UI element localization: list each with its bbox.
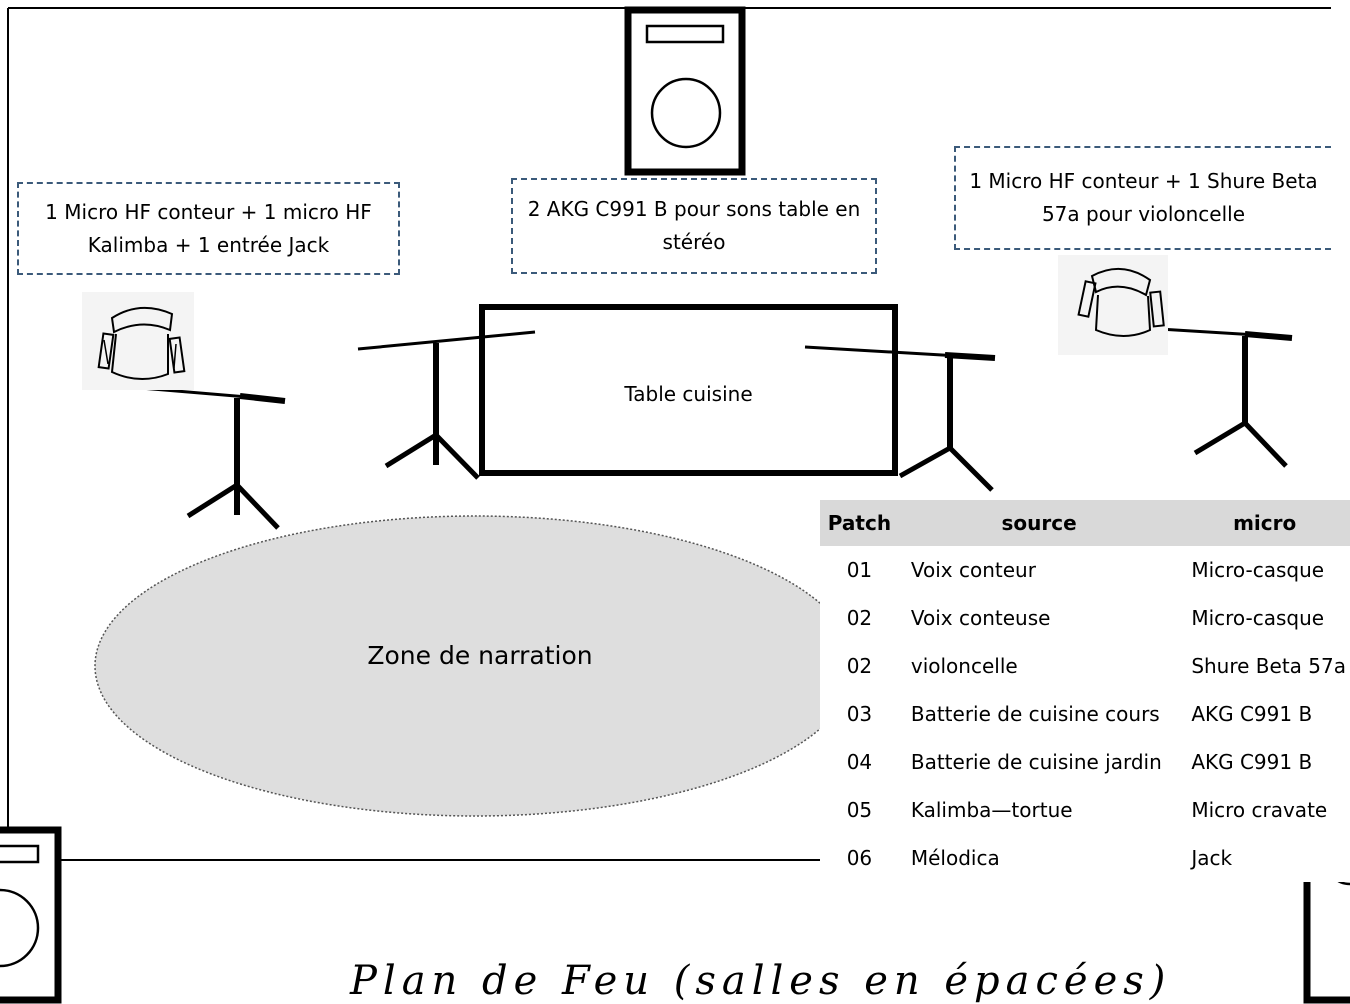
table-row: 06 Mélodica Jack: [820, 834, 1350, 882]
note-left: 1 Micro HF conteur + 1 micro HF Kalimba …: [17, 182, 400, 275]
patch-number: 02: [820, 642, 899, 690]
zone-label: Zone de narration: [367, 641, 593, 670]
speaker-top-icon: [624, 6, 746, 176]
patch-source: Mélodica: [898, 834, 1180, 882]
plan-title: Plan de Feu (salles en épacées): [350, 958, 1172, 1004]
patch-micro: Micro-casque: [1179, 594, 1350, 642]
patch-source: Batterie de cuisine cours: [898, 690, 1180, 738]
table-row: 01 Voix conteur Micro-casque: [820, 546, 1350, 594]
chair-right-icon: [1058, 255, 1168, 355]
table-row: 05 Kalimba—tortue Micro cravate: [820, 786, 1350, 834]
patch-table: Patch source micro 01 Voix conteur Micro…: [820, 500, 1350, 882]
patch-micro: AKG C991 B: [1179, 690, 1350, 738]
note-center-text: 2 AKG C991 B pour sons table en stéréo: [527, 197, 861, 254]
patch-micro: AKG C991 B: [1179, 738, 1350, 786]
patch-source: Batterie de cuisine jardin: [898, 738, 1180, 786]
chair-left-icon: [82, 292, 194, 390]
table-row: 03 Batterie de cuisine cours AKG C991 B: [820, 690, 1350, 738]
speaker-bottom-left-icon: [0, 826, 62, 1004]
note-left-text: 1 Micro HF conteur + 1 micro HF Kalimba …: [45, 199, 372, 257]
stage-outline: [7, 7, 1331, 861]
note-center: 2 AKG C991 B pour sons table en stéréo: [511, 178, 877, 274]
note-right: 1 Micro HF conteur + 1 Shure Beta 57a po…: [954, 146, 1331, 250]
patch-header-row: Patch source micro: [820, 500, 1350, 546]
patch-micro: Micro-casque: [1179, 546, 1350, 594]
patch-source: Voix conteuse: [898, 594, 1180, 642]
stage-plan: [0, 6, 1350, 1004]
table-row: 02 violoncelle Shure Beta 57a: [820, 642, 1350, 690]
patch-header-source: source: [898, 500, 1180, 546]
patch-number: 03: [820, 690, 899, 738]
mic-stand-center-left-icon: [357, 330, 536, 480]
table-label: Table cuisine: [624, 382, 753, 406]
patch-header-patch: Patch: [820, 500, 899, 546]
patch-source: Kalimba—tortue: [898, 786, 1180, 834]
patch-micro: Jack: [1179, 834, 1350, 882]
patch-micro: Shure Beta 57a: [1179, 642, 1350, 690]
patch-number: 06: [820, 834, 899, 882]
table-row: 04 Batterie de cuisine jardin AKG C991 B: [820, 738, 1350, 786]
note-right-text: 1 Micro HF conteur + 1 Shure Beta 57a po…: [969, 169, 1318, 226]
patch-number: 04: [820, 738, 899, 786]
patch-number: 05: [820, 786, 899, 834]
patch-number: 01: [820, 546, 899, 594]
patch-source: Voix conteur: [898, 546, 1180, 594]
kitchen-table: [479, 304, 898, 476]
patch-number: 02: [820, 594, 899, 642]
patch-source: violoncelle: [898, 642, 1180, 690]
table-row: 02 Voix conteuse Micro-casque: [820, 594, 1350, 642]
mic-stand-center-right-icon: [804, 345, 996, 492]
patch-micro: Micro cravate: [1179, 786, 1350, 834]
mic-stand-left-icon: [92, 382, 286, 530]
patch-header-micro: micro: [1179, 500, 1350, 546]
